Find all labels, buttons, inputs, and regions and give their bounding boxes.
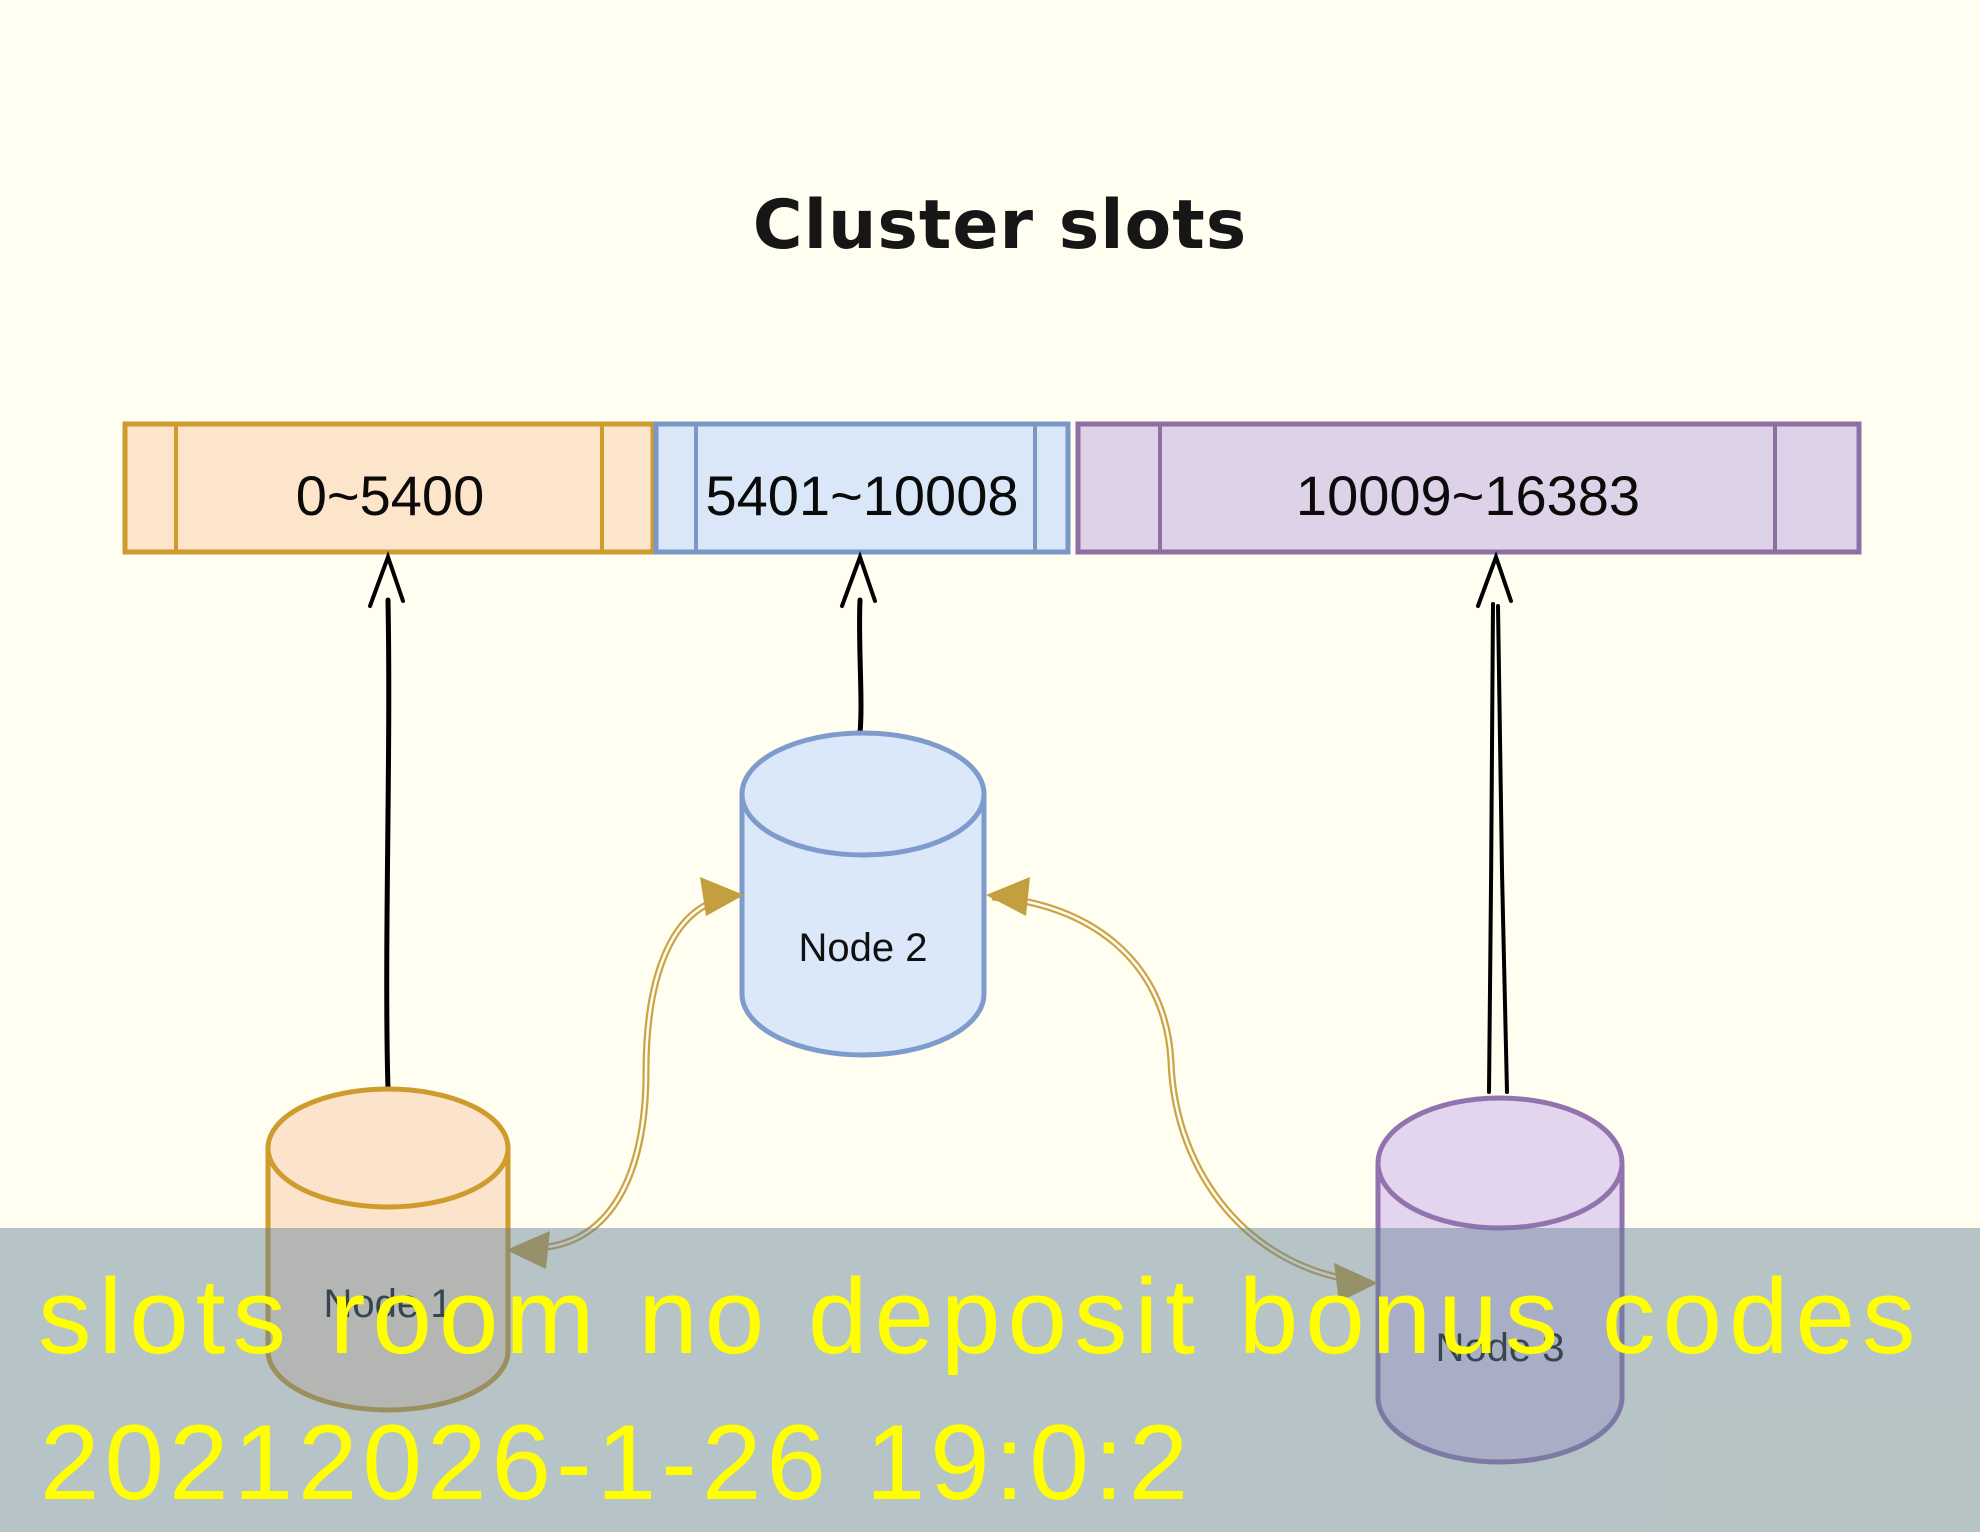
node3-body: [1375, 1163, 1625, 1465]
slot-range-label-3: 10009~16383: [1296, 464, 1640, 527]
slot-segment-2-box: [653, 421, 1071, 555]
slot-segment-1-box: [122, 421, 656, 555]
gold-arrow-node2-node3: [986, 877, 1378, 1302]
watermark-overlay: [0, 1228, 1980, 1532]
arrow-node2-head: [840, 551, 877, 608]
node1-cylinder: Node 1: [265, 1086, 511, 1413]
node3-top: [1375, 1095, 1625, 1231]
gold-arrowhead-into-node3: [1334, 1263, 1378, 1302]
watermark-line-1: slots room no deposit bonus codes: [38, 1256, 1923, 1376]
gold-arrowhead-into-node2-right: [986, 877, 1030, 916]
node3-cylinder: Node 3: [1375, 1095, 1625, 1465]
gold-arrow-right-outer: [991, 893, 1367, 1286]
arrow-node1-shaft: [384, 597, 392, 1092]
arrow-node3-head: [1476, 551, 1513, 608]
node3-label: Node 3: [1436, 1326, 1565, 1370]
node2-top: [739, 730, 987, 858]
gold-arrow-right-gap: [991, 895, 1367, 1284]
node1-body: [265, 1148, 511, 1413]
diagram-title: Cluster slots: [752, 186, 1248, 265]
slot-bar-segment-1: 0~5400: [122, 421, 656, 555]
arrow-node3-to-slots: [1476, 551, 1513, 1094]
gold-arrowhead-into-node1: [506, 1231, 550, 1269]
node2-cylinder: Node 2: [739, 730, 987, 1058]
watermark-line-2: 20212026-1-26 19:0:2: [40, 1402, 1194, 1522]
gold-arrow-node1-node2: [506, 877, 744, 1269]
arrow-node2-to-slots: [840, 551, 877, 736]
arrow-node1-to-slots: [368, 551, 405, 1092]
arrow-node3-shaft-right: [1496, 604, 1509, 1094]
gold-arrowhead-into-node2-left: [700, 877, 744, 916]
slot-bar-segment-3: 10009~16383: [1075, 421, 1862, 555]
gold-arrow-left-gap: [523, 895, 735, 1250]
slot-range-label-2: 5401~10008: [705, 464, 1018, 527]
arrow-node3-shaft-left: [1487, 602, 1495, 1094]
node1-top: [265, 1086, 511, 1210]
arrow-node1-head: [368, 551, 405, 608]
slot-segment-3-box: [1075, 421, 1862, 555]
node1-label: Node 1: [324, 1282, 453, 1326]
gold-arrow-left-outer: [523, 893, 735, 1252]
node2-body: [739, 794, 987, 1058]
node2-label: Node 2: [799, 926, 928, 970]
slot-bar-segment-2: 5401~10008: [653, 421, 1071, 555]
arrow-node2-shaft: [857, 597, 864, 736]
slot-range-label-1: 0~5400: [296, 464, 484, 527]
